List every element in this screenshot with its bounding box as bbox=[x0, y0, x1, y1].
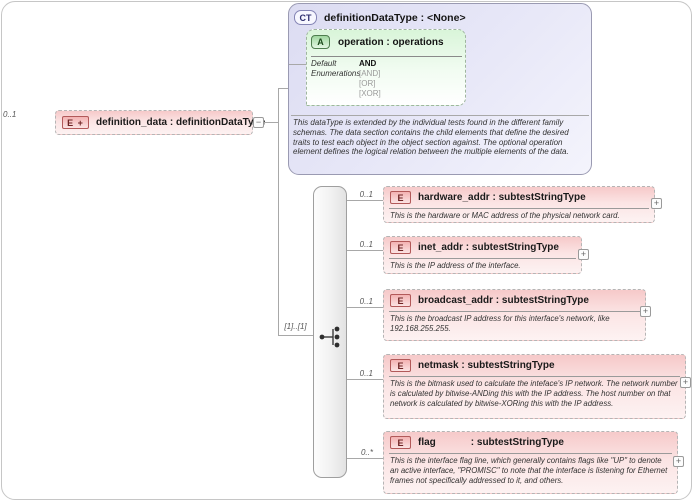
connector-type-stub bbox=[278, 88, 289, 89]
element-flag[interactable]: E flag : subtestStringType This is the i… bbox=[383, 431, 678, 494]
expand-button[interactable]: + bbox=[640, 306, 651, 317]
element-inet-addr[interactable]: E inet_addr : subtestStringType This is … bbox=[383, 236, 582, 274]
complex-type-description: This dataType is extended by the individ… bbox=[293, 118, 569, 157]
element-description: This is the broadcast IP address for thi… bbox=[389, 311, 640, 337]
child-cardinality-label: 0..1 bbox=[359, 297, 373, 306]
enumeration-value: [OR] bbox=[359, 79, 376, 88]
element-description: This is the hardware or MAC address of t… bbox=[389, 208, 649, 224]
element-title: inet_addr : subtestStringType bbox=[418, 242, 559, 253]
connector-child bbox=[347, 458, 383, 459]
element-icon: E bbox=[390, 359, 411, 372]
element-description: This is the interface flag line, which g… bbox=[389, 453, 672, 489]
element-broadcast-addr[interactable]: E broadcast_addr : subtestStringType Thi… bbox=[383, 289, 646, 341]
default-label: Default bbox=[311, 59, 337, 68]
element-title: flag : subtestStringType bbox=[418, 437, 564, 448]
element-icon: E bbox=[390, 241, 411, 254]
collapse-button[interactable]: − bbox=[253, 117, 264, 128]
element-icon: E bbox=[390, 191, 411, 204]
expand-button[interactable]: + bbox=[578, 249, 589, 260]
enumeration-value: [XOR] bbox=[359, 89, 381, 98]
sequence-occurrence-label: [1]..[1] bbox=[284, 322, 307, 331]
attribute-title: operation : operations bbox=[338, 36, 444, 48]
child-cardinality-label: 0..1 bbox=[359, 190, 373, 199]
connector-child bbox=[347, 379, 383, 380]
complex-type-title: definitionDataType : <None> bbox=[324, 11, 466, 24]
element-title: definition_data : definitionDataType bbox=[96, 117, 266, 128]
attribute-separator bbox=[311, 56, 462, 57]
connector-root-stub bbox=[264, 122, 278, 123]
connector-child bbox=[347, 307, 383, 308]
connector-child bbox=[347, 200, 383, 201]
sequence-compositor[interactable] bbox=[313, 186, 347, 478]
element-description: This is the bitmask used to calculate th… bbox=[389, 376, 680, 412]
expand-button[interactable]: + bbox=[651, 198, 662, 209]
element-title: hardware_addr : subtestStringType bbox=[418, 192, 586, 203]
element-icon: E bbox=[390, 294, 411, 307]
connector-trunk bbox=[278, 88, 279, 336]
connector-attribute-stub bbox=[289, 64, 306, 65]
element-hardware-addr[interactable]: E hardware_addr : subtestStringType This… bbox=[383, 186, 655, 223]
element-definition-data[interactable]: E + definition_data : definitionDataType bbox=[55, 110, 265, 135]
attribute-default-row: Default AND bbox=[311, 59, 463, 69]
element-description: This is the IP address of the interface. bbox=[389, 258, 576, 274]
default-value: AND bbox=[359, 59, 377, 68]
root-cardinality-label: 0..1 bbox=[3, 110, 17, 119]
connector-child bbox=[347, 250, 383, 251]
element-title: netmask : subtestStringType bbox=[418, 360, 555, 371]
child-cardinality-label: 0..* bbox=[360, 448, 373, 457]
attribute-operation[interactable]: A operation : operations Default AND Enu… bbox=[306, 29, 466, 106]
complex-type-separator bbox=[291, 115, 589, 116]
element-netmask[interactable]: E netmask : subtestStringType This is th… bbox=[383, 354, 686, 419]
element-icon: E bbox=[390, 436, 411, 449]
element-title: broadcast_addr : subtestStringType bbox=[418, 295, 589, 306]
connector-sequence-stub bbox=[278, 335, 313, 336]
enumeration-value: [AND] bbox=[359, 69, 381, 78]
enumerations-label: Enumerations bbox=[311, 69, 361, 78]
complex-type-definitionDataType[interactable]: CT definitionDataType : <None> A operati… bbox=[288, 3, 592, 175]
child-cardinality-label: 0..1 bbox=[359, 369, 373, 378]
attribute-enumerations-row: Enumerations [AND] [OR] [XOR] bbox=[311, 69, 463, 99]
element-with-attributes-icon: E + bbox=[62, 116, 89, 129]
expand-button[interactable]: + bbox=[673, 456, 684, 467]
child-cardinality-label: 0..1 bbox=[359, 240, 373, 249]
sequence-icon bbox=[319, 326, 340, 348]
expand-button[interactable]: + bbox=[680, 377, 691, 388]
attribute-icon: A bbox=[311, 35, 330, 49]
complex-type-icon: CT bbox=[294, 10, 317, 25]
